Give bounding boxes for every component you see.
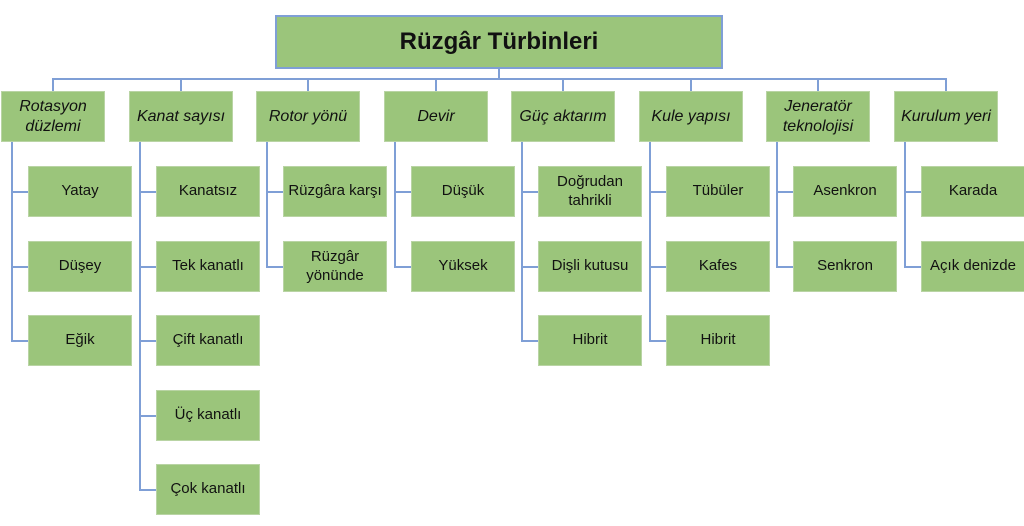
- item-ruzgar-yonunde: Rüzgâr yönünde: [283, 241, 387, 292]
- title-connector: [498, 69, 500, 79]
- category-connector: [180, 79, 182, 91]
- child-connector: [904, 191, 921, 193]
- child-connector: [11, 340, 28, 342]
- child-connector: [11, 266, 28, 268]
- category-jenerator-teknolojisi: Jeneratör teknolojisi: [766, 91, 870, 142]
- item-senkron: Senkron: [793, 241, 897, 292]
- child-connector: [139, 489, 156, 491]
- child-connector: [521, 191, 538, 193]
- category-vertical-line: [266, 142, 268, 267]
- item-hibrit: Hibrit: [666, 315, 770, 366]
- child-connector: [139, 340, 156, 342]
- child-connector: [776, 266, 793, 268]
- child-connector: [521, 340, 538, 342]
- main-horizontal-connector: [52, 78, 947, 80]
- child-connector: [521, 266, 538, 268]
- category-connector: [307, 79, 309, 91]
- item-dusuk: Düşük: [411, 166, 515, 217]
- category-rotor-yonu: Rotor yönü: [256, 91, 360, 142]
- child-connector: [139, 191, 156, 193]
- child-connector: [139, 415, 156, 417]
- child-connector: [394, 191, 411, 193]
- item-hibrit: Hibrit: [538, 315, 642, 366]
- item-uc-kanatli: Üç kanatlı: [156, 390, 260, 441]
- item-tubuler: Tübüler: [666, 166, 770, 217]
- category-kurulum-yeri: Kurulum yeri: [894, 91, 998, 142]
- category-devir: Devir: [384, 91, 488, 142]
- item-kanatsiz: Kanatsız: [156, 166, 260, 217]
- item-cok-kanatli: Çok kanatlı: [156, 464, 260, 515]
- child-connector: [266, 266, 283, 268]
- child-connector: [904, 266, 921, 268]
- child-connector: [649, 340, 666, 342]
- category-kanat-sayisi: Kanat sayısı: [129, 91, 233, 142]
- category-connector: [52, 79, 54, 91]
- item-cift-kanatli: Çift kanatlı: [156, 315, 260, 366]
- child-connector: [776, 191, 793, 193]
- item-karada: Karada: [921, 166, 1024, 217]
- child-connector: [139, 266, 156, 268]
- item-yuksek: Yüksek: [411, 241, 515, 292]
- item-acik-denizde: Açık denizde: [921, 241, 1024, 292]
- diagram-title: Rüzgâr Türbinleri: [275, 15, 723, 69]
- category-vertical-line: [904, 142, 906, 267]
- category-guc-aktarim: Güç aktarım: [511, 91, 615, 142]
- child-connector: [11, 191, 28, 193]
- category-vertical-line: [776, 142, 778, 267]
- category-rotasyon-duzlemi: Rotasyon düzlemi: [1, 91, 105, 142]
- child-connector: [649, 191, 666, 193]
- category-connector: [690, 79, 692, 91]
- item-disli-kutusu: Dişli kutusu: [538, 241, 642, 292]
- item-ruzgara-karsi: Rüzgâra karşı: [283, 166, 387, 217]
- category-connector: [817, 79, 819, 91]
- category-kule-yapisi: Kule yapısı: [639, 91, 743, 142]
- category-connector: [435, 79, 437, 91]
- item-egik: Eğik: [28, 315, 132, 366]
- item-kafes: Kafes: [666, 241, 770, 292]
- category-vertical-line: [521, 142, 523, 341]
- child-connector: [266, 191, 283, 193]
- category-vertical-line: [394, 142, 396, 267]
- category-vertical-line: [649, 142, 651, 341]
- child-connector: [649, 266, 666, 268]
- category-connector: [945, 79, 947, 91]
- category-vertical-line: [11, 142, 13, 341]
- item-dogrudan-tahrikli: Doğrudan tahrikli: [538, 166, 642, 217]
- category-vertical-line: [139, 142, 141, 490]
- item-asenkron: Asenkron: [793, 166, 897, 217]
- item-tek-kanatli: Tek kanatlı: [156, 241, 260, 292]
- child-connector: [394, 266, 411, 268]
- item-yatay: Yatay: [28, 166, 132, 217]
- category-connector: [562, 79, 564, 91]
- item-dusey: Düşey: [28, 241, 132, 292]
